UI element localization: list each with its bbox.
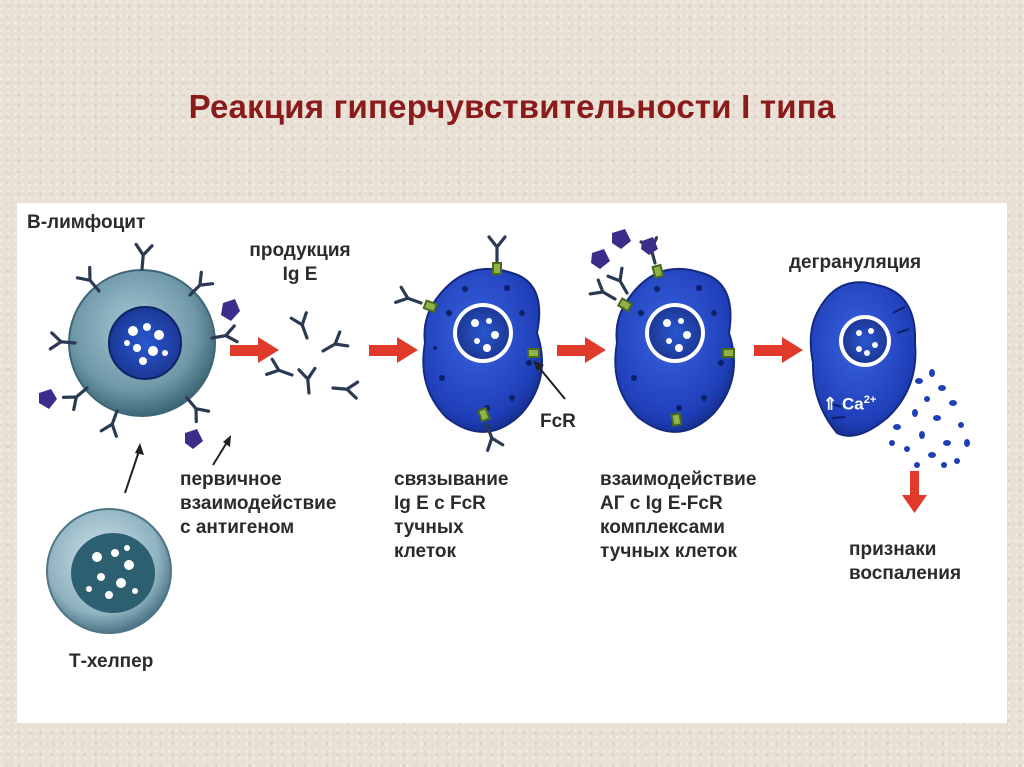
free-ige-antibodies — [267, 313, 358, 398]
degranulating-cell — [811, 282, 970, 468]
t-helper-label: Т-хелпер — [69, 650, 153, 674]
t-helper-cell — [47, 509, 171, 633]
diagram-canvas — [17, 203, 1007, 723]
process-arrow — [754, 337, 803, 363]
inflammation-arrow — [902, 471, 927, 513]
antigen-shape — [612, 229, 631, 249]
antigen-shape — [221, 299, 240, 321]
process-arrow — [557, 337, 606, 363]
process-arrow — [369, 337, 418, 363]
pointer-line — [125, 448, 140, 493]
b-lymphocyte-label: B-лимфоцит — [27, 211, 145, 235]
calcium-label: ⇑ Ca2+ — [823, 388, 876, 417]
antigen-shape — [39, 389, 57, 409]
b-lymphocyte-cell — [39, 244, 240, 449]
fcr-pointer — [537, 365, 565, 399]
antigen-shape — [185, 429, 203, 449]
mast-cell-1 — [396, 237, 542, 450]
page-title: Реакция гиперчувствительности I типа — [0, 88, 1024, 126]
degranulation-label: дегрануляция — [789, 251, 921, 275]
fcr-label: FcR — [540, 410, 576, 434]
antigen-shape — [591, 249, 610, 269]
mast-cell-2 — [590, 229, 735, 432]
